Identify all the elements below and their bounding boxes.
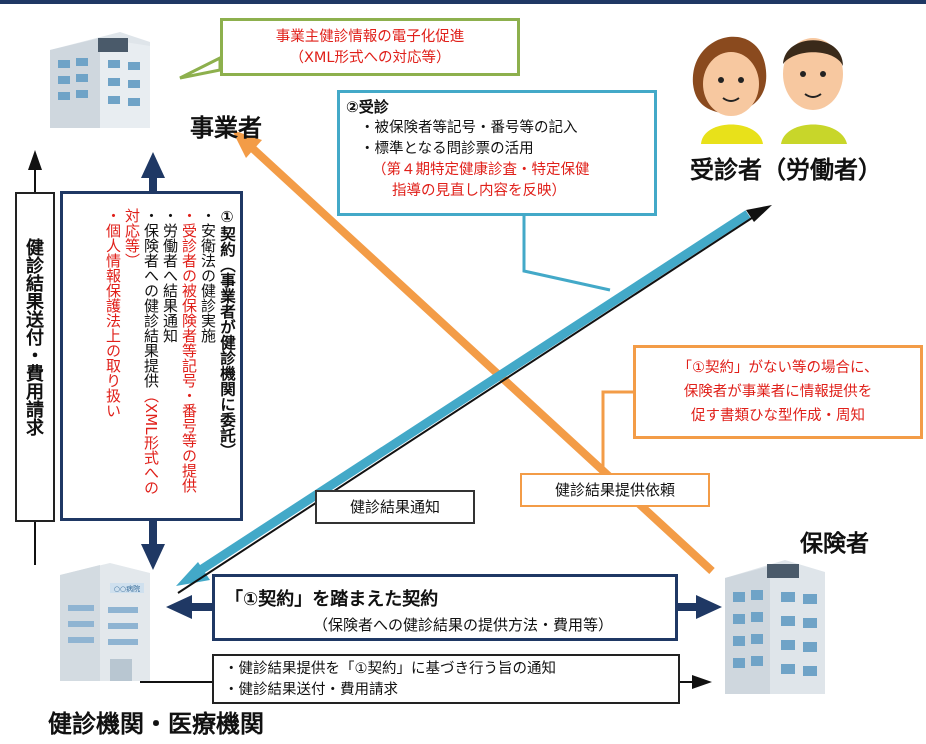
orange-callout-pointer [601,390,633,473]
contract-1-item-5: ・個人情報保護法上の取り扱い [104,208,122,418]
clinic-to-examinee-thin-arrow [177,213,759,594]
employer-label: 事業者 [190,114,262,142]
contract-1-text: ①契約（事業者が健診機関に委託） ・安衛法の健診実施 ・受診者の被保険者等記号・… [103,208,236,508]
contract-1-box: ①契約（事業者が健診機関に委託） ・安衛法の健診実施 ・受診者の被保険者等記号・… [60,191,243,521]
clinic-notice-box: ・健診結果提供を「①契約」に基づき行う旨の通知 ・健診結果送付・費用請求 [212,654,680,704]
orange-line-1: 「①契約」がない等の場合に、 [677,360,879,376]
clinic-building-icon: ○○病院 [60,563,150,681]
arrowhead-down-clinic [141,544,165,570]
insurer-label: 保険者 [800,531,869,557]
clinic-sign: ○○病院 [114,584,140,593]
result-send-billing-box: 健診結果送付・費用請求 [15,192,55,522]
contract-1-item-1: ・安衛法の健診実施 [199,208,217,343]
green-callout-pointer [179,55,222,80]
contract-1-item-4-note: （XML形式への対応等） [123,208,160,495]
examination-title: ②受診 [346,98,389,116]
examination-item-2: ・標準となる問診票の活用 [360,141,534,157]
insurer-template-callout: 「①契約」がない等の場合に、 保険者が事業者に情報提供を 促す書類ひな型作成・周… [633,345,923,439]
examination-note-2: 指導の見直し内容を反映） [392,183,566,199]
examination-note-1: （第４期特定健康診査・特定保健 [372,162,590,178]
contract-1-item-3: ・労働者へ結果通知 [161,208,179,343]
orange-line-3: 促す書類ひな型作成・周知 [691,408,865,424]
insurer-contract-box: 「①契約」を踏まえた契約 （保険者への健診結果の提供方法・費用等） [212,574,678,641]
examination-callout: ②受診 ・被保険者等記号・番号等の記入 ・標準となる問診票の活用 （第４期特定健… [337,90,657,216]
employer-digitization-callout: 事業主健診情報の電子化促進 （XML形式への対応等） [220,18,520,76]
examinee-label: 受診者（労働者） [690,156,882,184]
clinic-notice-item-1: ・健診結果提供を「①契約」に基づき行う旨の通知 [224,661,556,677]
contract-1-item-4: ・保険者への健診結果提供 [142,208,160,388]
result-notice-label: 健診結果通知 [315,490,475,524]
blue-callout-pointer [522,216,611,292]
insurer-contract-subtitle: （保険者への健診結果の提供方法・費用等） [313,616,614,634]
arrowhead-up-employer [141,152,165,178]
result-request-label: 健診結果提供依頼 [520,473,710,507]
green-line-2: （XML形式への対応等） [289,50,451,66]
contract-1-item-2: ・受診者の被保険者等記号・番号等の提供 [180,208,198,493]
insurer-contract-title: 「①契約」を踏まえた契約 [225,589,439,610]
clinic-notice-item-2: ・健診結果送付・費用請求 [224,682,398,698]
employer-building-icon [50,32,150,128]
examinee-to-clinic-arrow [193,210,751,577]
clinic-label: 健診機関・医療機関 [48,710,264,738]
contract-1-title: ①契約（事業者が健診機関に委託） [218,208,236,459]
green-line-1: 事業主健診情報の電子化促進 [275,29,465,45]
examinee-persons-icon [692,36,847,144]
top-accent-bar [0,0,926,4]
examination-item-1: ・被保険者等記号・番号等の記入 [360,120,578,136]
orange-line-2: 保険者が事業者に情報提供を [683,384,873,400]
insurer-building-icon [725,560,825,694]
